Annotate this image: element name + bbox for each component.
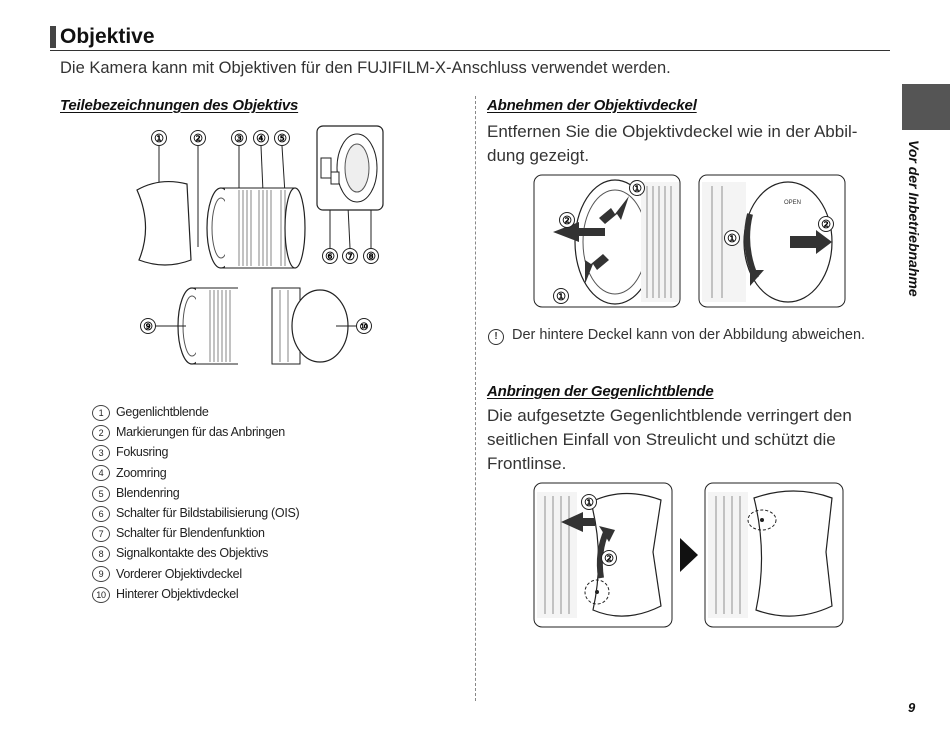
parts-heading: Teilebezeichnungen des Objektivs [60, 97, 299, 114]
callout-3: ③ [234, 133, 244, 145]
svg-text:①: ① [632, 183, 642, 195]
callout-2: ② [193, 133, 203, 145]
callout-10: ⑩ [360, 322, 369, 333]
svg-text:②: ② [562, 215, 572, 227]
intro-text: Die Kamera kann mit Objektiven für den F… [60, 59, 671, 77]
lens-parts-diagram: ① ② ③ ④ ⑤ ⑥ ⑦ ⑧ [136, 125, 384, 269]
title-marker [50, 26, 56, 48]
lens-caps-diagram: ⑨ ⑩ [140, 287, 372, 365]
callout-9: ⑨ [143, 321, 153, 333]
remove-caps-text: Entfernen Sie die Objektivdeckel wie in … [487, 122, 858, 165]
page-number: 9 [908, 700, 916, 715]
callout-6: ⑥ [325, 251, 335, 263]
callout-4: ④ [256, 133, 266, 145]
title-rule [50, 24, 890, 51]
cap-open-label: OPEN [784, 200, 801, 206]
remove-rear-cap-figure: OPEN ① ② [698, 174, 846, 308]
svg-text:①: ① [727, 233, 737, 245]
attach-hood-figure-step2 [704, 482, 844, 628]
chapter-label: Vor der Inbetriebnahme [906, 140, 922, 297]
svg-text:②: ② [821, 219, 831, 231]
callout-1: ① [154, 133, 164, 145]
rear-cap-note: !Der hintere Deckel kann von der Abbildu… [488, 324, 878, 346]
svg-text:①: ① [584, 497, 594, 509]
next-step-arrow [680, 538, 698, 572]
svg-text:①: ① [556, 291, 566, 303]
callout-7: ⑦ [345, 251, 355, 263]
column-divider [475, 96, 476, 701]
callout-5: ⑤ [277, 133, 287, 145]
attach-hood-text: Die aufgesetzte Gegenlichtblende verring… [487, 406, 852, 473]
remove-front-cap-figure: ① ② ① [533, 174, 681, 308]
page-title: Objektive [60, 25, 155, 48]
callout-8: ⑧ [366, 251, 376, 263]
note-icon: ! [488, 329, 504, 345]
attach-hood-figure-step1: ① ② [533, 482, 673, 628]
chapter-tab [902, 84, 950, 130]
remove-caps-heading: Abnehmen der Objektivdeckel [487, 97, 697, 114]
svg-text:②: ② [604, 553, 614, 565]
attach-hood-heading: Anbringen der Gegenlichtblende [487, 383, 714, 400]
